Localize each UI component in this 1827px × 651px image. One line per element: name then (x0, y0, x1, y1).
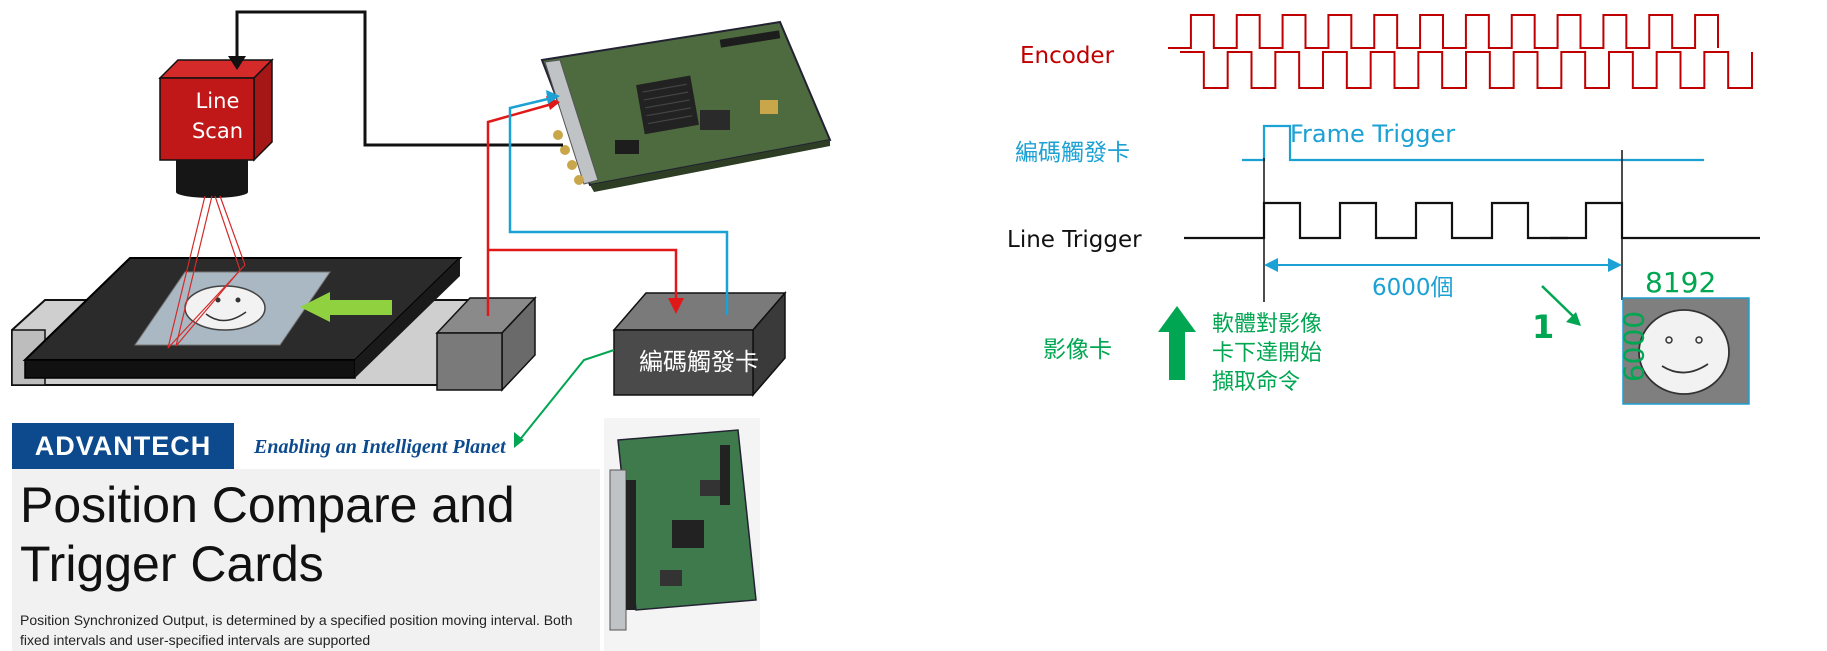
product-title-line1: Position Compare and (20, 477, 515, 533)
line-count-label: 6000個 (1372, 275, 1454, 301)
line-trigger-last-pulse (1550, 201, 1760, 240)
arrow-right-icon (546, 90, 560, 104)
product-description-line1: Position Synchronized Output, is determi… (20, 612, 573, 628)
line-count-dimension (1264, 258, 1622, 272)
camera-label: Line Scan (160, 86, 275, 146)
sample-smiley-icon (184, 285, 266, 331)
frame-trigger-label: Frame Trigger (1290, 120, 1456, 148)
camera-cable (228, 10, 563, 147)
start-command-line3: 擷取命令 (1212, 370, 1301, 395)
advantech-banner-bg (12, 469, 600, 651)
pointer-to-product (514, 349, 615, 448)
encoder-trigger-box (612, 290, 787, 398)
line-scan-camera (158, 58, 274, 198)
camera-label-line1: Line (195, 89, 240, 113)
encoder-channel-b (1180, 51, 1753, 89)
camera-label-line2: Scan (191, 119, 244, 143)
advantech-logo: ADVANTECH (12, 423, 234, 469)
captured-image-frame (1622, 297, 1750, 405)
start-command-line1: 軟體對影像 (1212, 312, 1323, 337)
line-trigger-waveform (1184, 201, 1760, 240)
trigger-card-photo (604, 418, 760, 651)
trigger-card-label: 編碼觸發卡 (1015, 140, 1130, 166)
trigger-output-cable (508, 90, 729, 315)
motor-encoder-block (435, 296, 537, 392)
encoder-waveform-b (1180, 51, 1753, 89)
arrow-down-icon (668, 298, 684, 314)
encoder-box-label: 編碼觸發卡 (639, 348, 759, 376)
start-command-line2: 卡下達開始 (1212, 341, 1323, 366)
step-arrow-icon (1541, 285, 1581, 326)
frame-grabber-card (540, 20, 832, 192)
image-height-label: 6000 (1617, 310, 1651, 383)
arrow-down-icon (228, 56, 246, 70)
encoder-signal-cable (486, 96, 684, 316)
encoder-channel-a (1168, 14, 1719, 49)
start-command-arrow-icon (1158, 306, 1196, 380)
image-width-label: 8192 (1645, 266, 1717, 299)
step-number: 1 (1532, 308, 1555, 346)
product-description: Position Synchronized Output, is determi… (20, 610, 610, 650)
encoder-waveform-a (1168, 14, 1719, 49)
arrow-down-icon (514, 432, 524, 448)
product-description-line2: fixed intervals and user-specified inter… (20, 632, 371, 648)
line-trigger-label: Line Trigger (1007, 227, 1142, 253)
encoder-label: Encoder (1020, 43, 1115, 69)
frame-trigger-waveform (1242, 124, 1704, 162)
advantech-tagline: Enabling an Intelligent Planet (254, 436, 506, 458)
captured-smiley-icon (1638, 309, 1730, 395)
frame-boundaries (1263, 150, 1623, 302)
image-card-label: 影像卡 (1043, 337, 1112, 363)
line-trigger-pulses (1184, 201, 1568, 240)
product-title-line2: Trigger Cards (20, 536, 324, 592)
start-command-text: 軟體對影像 卡下達開始 擷取命令 (1212, 310, 1352, 397)
motion-arrow-icon (300, 292, 392, 322)
product-title: Position Compare and Trigger Cards (20, 476, 580, 594)
laser-beam (167, 195, 246, 349)
